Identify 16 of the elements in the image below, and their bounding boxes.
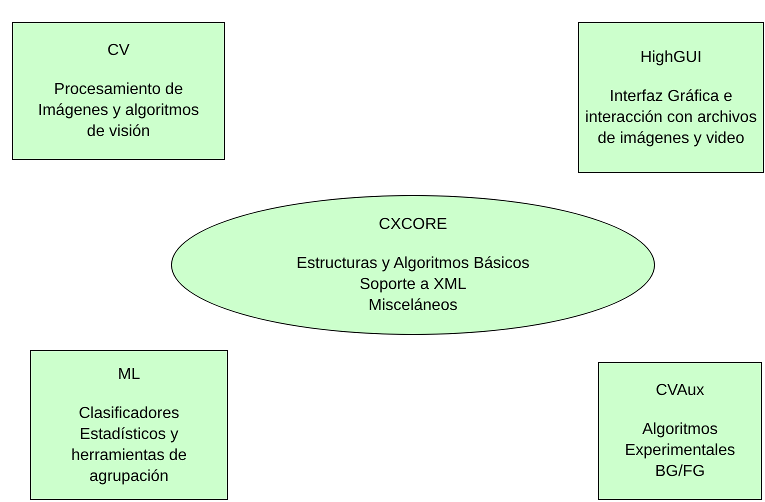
module-box xyxy=(598,362,762,500)
module-description: Misceláneos xyxy=(368,296,458,316)
module-description: Procesamiento de Imágenes y algoritmos de visión xyxy=(37,80,200,142)
module-title: CVAux xyxy=(656,381,704,401)
module-title: ML xyxy=(118,364,140,384)
module-title: CXCORE xyxy=(378,215,448,235)
module-description: Estructuras y Algoritmos Básicos xyxy=(296,254,530,274)
module-box xyxy=(578,22,764,173)
module-title: CV xyxy=(107,41,130,61)
module-box xyxy=(12,22,225,160)
module-description: Algoritmos Experimentales BG/FG xyxy=(624,420,736,482)
module-title: HighGUI xyxy=(640,48,702,68)
module-box xyxy=(30,350,228,500)
module-description: Interfaz Gráfica e interacción con archivos de imágenes y video xyxy=(584,86,758,148)
module-description: Soporte a XML xyxy=(360,275,466,295)
module-description: Clasificadores Estadísticos y herramientas de agrupación xyxy=(70,404,188,486)
